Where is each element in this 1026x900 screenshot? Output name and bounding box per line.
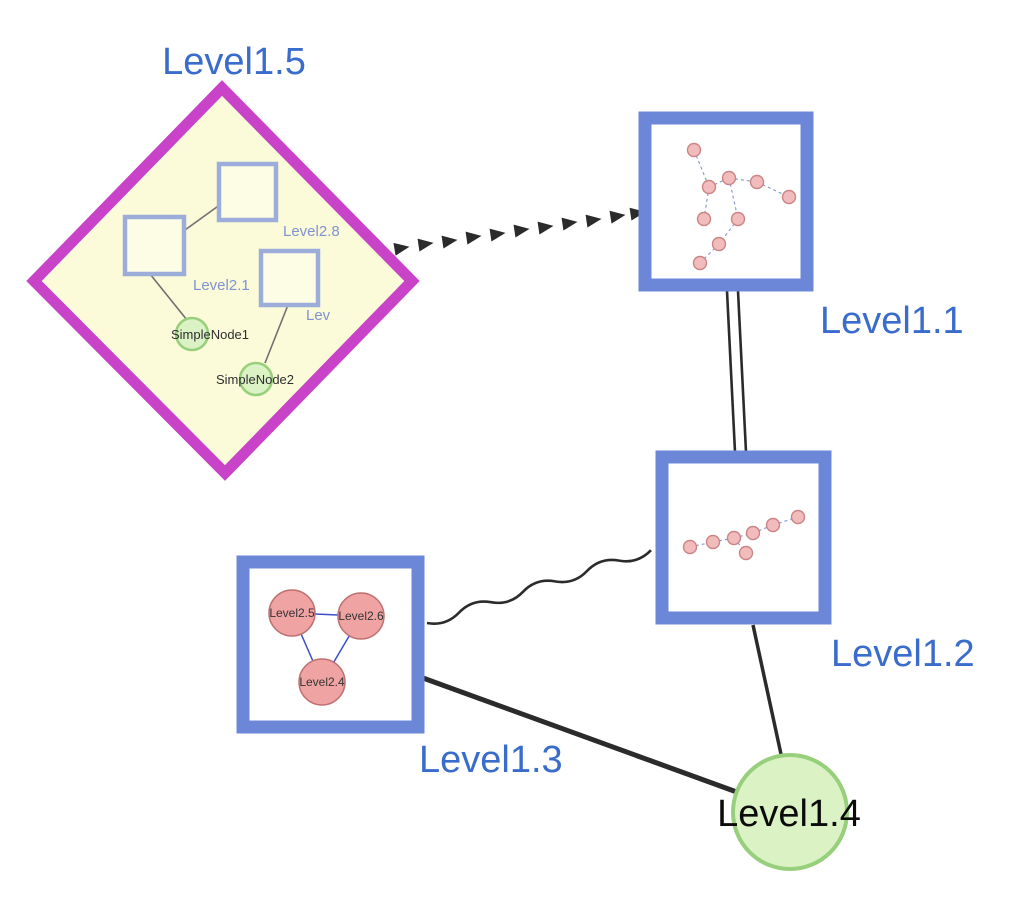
node-level14[interactable] bbox=[731, 753, 849, 871]
inner-square-level2-1[interactable] bbox=[122, 214, 187, 277]
edge-level11-level12[interactable] bbox=[725, 290, 748, 453]
mini-node[interactable] bbox=[738, 545, 754, 561]
label-level2-8: Level2.8 bbox=[283, 223, 340, 240]
inner-edge[interactable] bbox=[184, 203, 222, 231]
inner-edge[interactable] bbox=[264, 304, 289, 364]
label-level13: Level1.3 bbox=[419, 739, 563, 781]
mini-node[interactable] bbox=[692, 255, 708, 271]
mini-node[interactable] bbox=[730, 211, 746, 227]
mini-node[interactable] bbox=[682, 539, 698, 555]
node-level11-group[interactable] bbox=[638, 111, 814, 292]
mini-node[interactable] bbox=[790, 509, 806, 525]
mini-edge[interactable] bbox=[699, 243, 720, 264]
node-level2-6[interactable] bbox=[337, 592, 385, 640]
mini-node[interactable] bbox=[781, 189, 797, 205]
inner-edge[interactable] bbox=[149, 273, 188, 321]
label-simplenode2: SimpleNode2 bbox=[216, 372, 294, 387]
node-simplenode1[interactable] bbox=[174, 316, 210, 352]
edge-level12-level14[interactable] bbox=[751, 624, 786, 769]
node-simplenode2[interactable] bbox=[238, 361, 274, 397]
node-level15-diamond[interactable] bbox=[26, 80, 420, 481]
label-level2-5: Level2.5 bbox=[269, 606, 315, 620]
mini-node[interactable] bbox=[726, 530, 742, 546]
label-level2-1: Level2.1 bbox=[193, 277, 250, 294]
level11-inner-graph bbox=[686, 142, 797, 271]
mini-node[interactable] bbox=[701, 179, 717, 195]
mini-node[interactable] bbox=[749, 174, 765, 190]
mini-edge[interactable] bbox=[728, 177, 758, 183]
label-level11: Level1.1 bbox=[820, 300, 964, 342]
node-level2-5[interactable] bbox=[268, 589, 316, 637]
label-level2-4: Level2.4 bbox=[299, 675, 345, 689]
label-level15: Level1.5 bbox=[162, 41, 306, 83]
label-level2-lev: Lev bbox=[306, 307, 331, 324]
level15-inner-graph: Level2.8 Level2.1 Lev SimpleNode1 Simple… bbox=[122, 161, 340, 397]
double-edge-line[interactable] bbox=[736, 290, 748, 453]
edge-level13-level12[interactable] bbox=[426, 549, 652, 625]
mini-node[interactable] bbox=[696, 211, 712, 227]
inner-square-level2-8[interactable] bbox=[216, 161, 279, 223]
mini-node[interactable] bbox=[686, 142, 702, 158]
mini-node[interactable] bbox=[745, 525, 761, 541]
inner-square-level2-lev[interactable] bbox=[258, 248, 321, 308]
label-level2-6: Level2.6 bbox=[338, 609, 384, 623]
label-level14: Level1.4 bbox=[717, 793, 861, 835]
edge-level13-level14[interactable] bbox=[422, 675, 746, 798]
mini-node[interactable] bbox=[721, 170, 737, 186]
mini-edge[interactable] bbox=[772, 516, 799, 526]
mini-node[interactable] bbox=[711, 236, 727, 252]
node-level12-group[interactable] bbox=[655, 450, 832, 625]
mini-node[interactable] bbox=[765, 517, 781, 533]
mini-node[interactable] bbox=[705, 534, 721, 550]
label-simplenode1: SimpleNode1 bbox=[171, 327, 249, 342]
double-edge-line[interactable] bbox=[725, 290, 737, 453]
level13-inner-graph: Level2.5 Level2.6 Level2.4 bbox=[268, 589, 385, 706]
edge-level15-level11[interactable] bbox=[393, 207, 646, 256]
level12-inner-graph bbox=[682, 509, 806, 561]
node-level2-4[interactable] bbox=[298, 658, 346, 706]
label-level12: Level1.2 bbox=[831, 633, 975, 675]
